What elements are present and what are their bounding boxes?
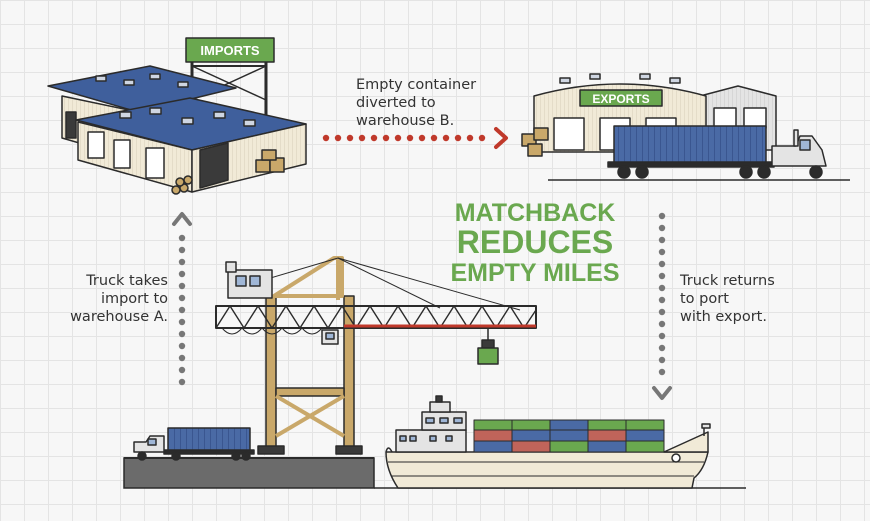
note-truck-returns-to-port: Truck returns to port with export. — [680, 272, 800, 326]
gantry-crane — [215, 256, 537, 455]
warehouse-b: EXPORTS — [521, 73, 850, 181]
exports-sign — [579, 89, 663, 107]
headline-line-3: EMPTY MILES — [450, 258, 620, 287]
note-line: Truck takes — [86, 273, 168, 289]
dock — [123, 457, 375, 489]
headline: MATCHBACK REDUCES EMPTY MILES — [440, 200, 630, 286]
exports-sign-label: EXPORTS — [592, 92, 649, 106]
ship-containers — [473, 419, 665, 453]
headline-line-1: MATCHBACK — [454, 199, 616, 227]
arrow-to-port — [652, 212, 672, 400]
export-truck — [607, 125, 827, 179]
import-truck — [133, 427, 255, 461]
note-line: to port — [680, 291, 729, 307]
imports-sign — [185, 37, 275, 63]
imports-sign-tower: IMPORTS — [185, 37, 275, 118]
imports-sign-label: IMPORTS — [200, 43, 260, 58]
note-line: Truck returns — [680, 273, 775, 289]
headline-line-2: REDUCES — [456, 224, 614, 261]
arrow-down-icon — [652, 386, 672, 400]
note-line: with export. — [680, 309, 767, 325]
diverted-arrow — [322, 127, 508, 149]
arrow-to-warehouse-a — [172, 212, 192, 386]
pallet-stack — [171, 175, 193, 195]
note-line: warehouse B. — [356, 113, 455, 129]
note-line: Empty container — [356, 77, 477, 93]
cargo-ship — [374, 395, 746, 489]
warehouse-a: IMPORTS — [47, 37, 307, 195]
arrow-right-icon — [494, 127, 508, 149]
note-line: import to — [100, 291, 168, 307]
arrow-up-icon — [172, 212, 192, 226]
note-line: diverted to — [356, 95, 436, 111]
note-empty-container-diverted: Empty container diverted to warehouse B. — [356, 76, 506, 130]
note-line: warehouse A. — [70, 309, 168, 325]
note-truck-takes-import: Truck takes import to warehouse A. — [58, 272, 168, 326]
